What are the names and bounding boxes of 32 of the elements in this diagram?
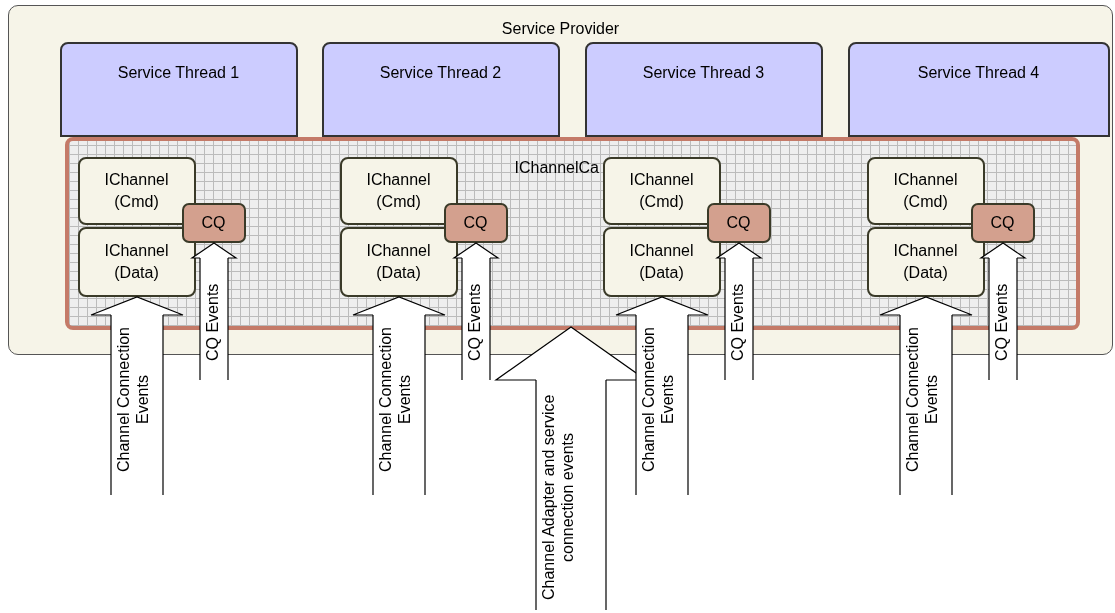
channel-box: IChannel (Data) — [339, 226, 458, 297]
panel-title: Service Thread 3 — [641, 63, 766, 82]
edge-label: CQ Events — [992, 282, 1011, 363]
edge-label: CQ Events — [465, 282, 484, 363]
queue-box: CQ — [181, 202, 246, 243]
panel-title: Service Thread 4 — [916, 63, 1041, 82]
panel-title: Service Thread 2 — [378, 63, 503, 82]
channel-box: IChannel (Cmd) — [866, 156, 985, 225]
channel-box: IChannel (Data) — [602, 226, 721, 297]
edge-label: Channel Connection Events — [903, 326, 941, 475]
edge-label: Channel Adapter and service connection events — [539, 393, 577, 603]
panel-title: Service Thread 1 — [116, 63, 241, 82]
channel-box: IChannel (Data) — [77, 226, 196, 297]
queue-box: CQ — [970, 202, 1035, 243]
edge-label: Channel Connection Events — [114, 326, 152, 475]
edge-label: Channel Connection Events — [639, 326, 677, 475]
channel-box: IChannel (Cmd) — [339, 156, 458, 225]
panel-title: Service Provider — [500, 20, 621, 38]
channel-box: IChannel (Data) — [866, 226, 985, 297]
edge-label: Channel Connection Events — [376, 326, 414, 475]
thread-panel — [584, 41, 823, 137]
thread-panel — [59, 41, 298, 137]
adapter-panel — [64, 136, 1080, 330]
edge-label: CQ Events — [728, 282, 747, 363]
queue-box: CQ — [443, 202, 508, 243]
channel-box: IChannel (Cmd) — [77, 156, 196, 225]
thread-panel — [847, 41, 1110, 137]
thread-panel — [321, 41, 560, 137]
channel-box: IChannel (Cmd) — [602, 156, 721, 225]
edge-label: CQ Events — [203, 282, 222, 363]
queue-box: CQ — [706, 202, 771, 243]
panel-title: IChannelCa — [514, 158, 599, 177]
